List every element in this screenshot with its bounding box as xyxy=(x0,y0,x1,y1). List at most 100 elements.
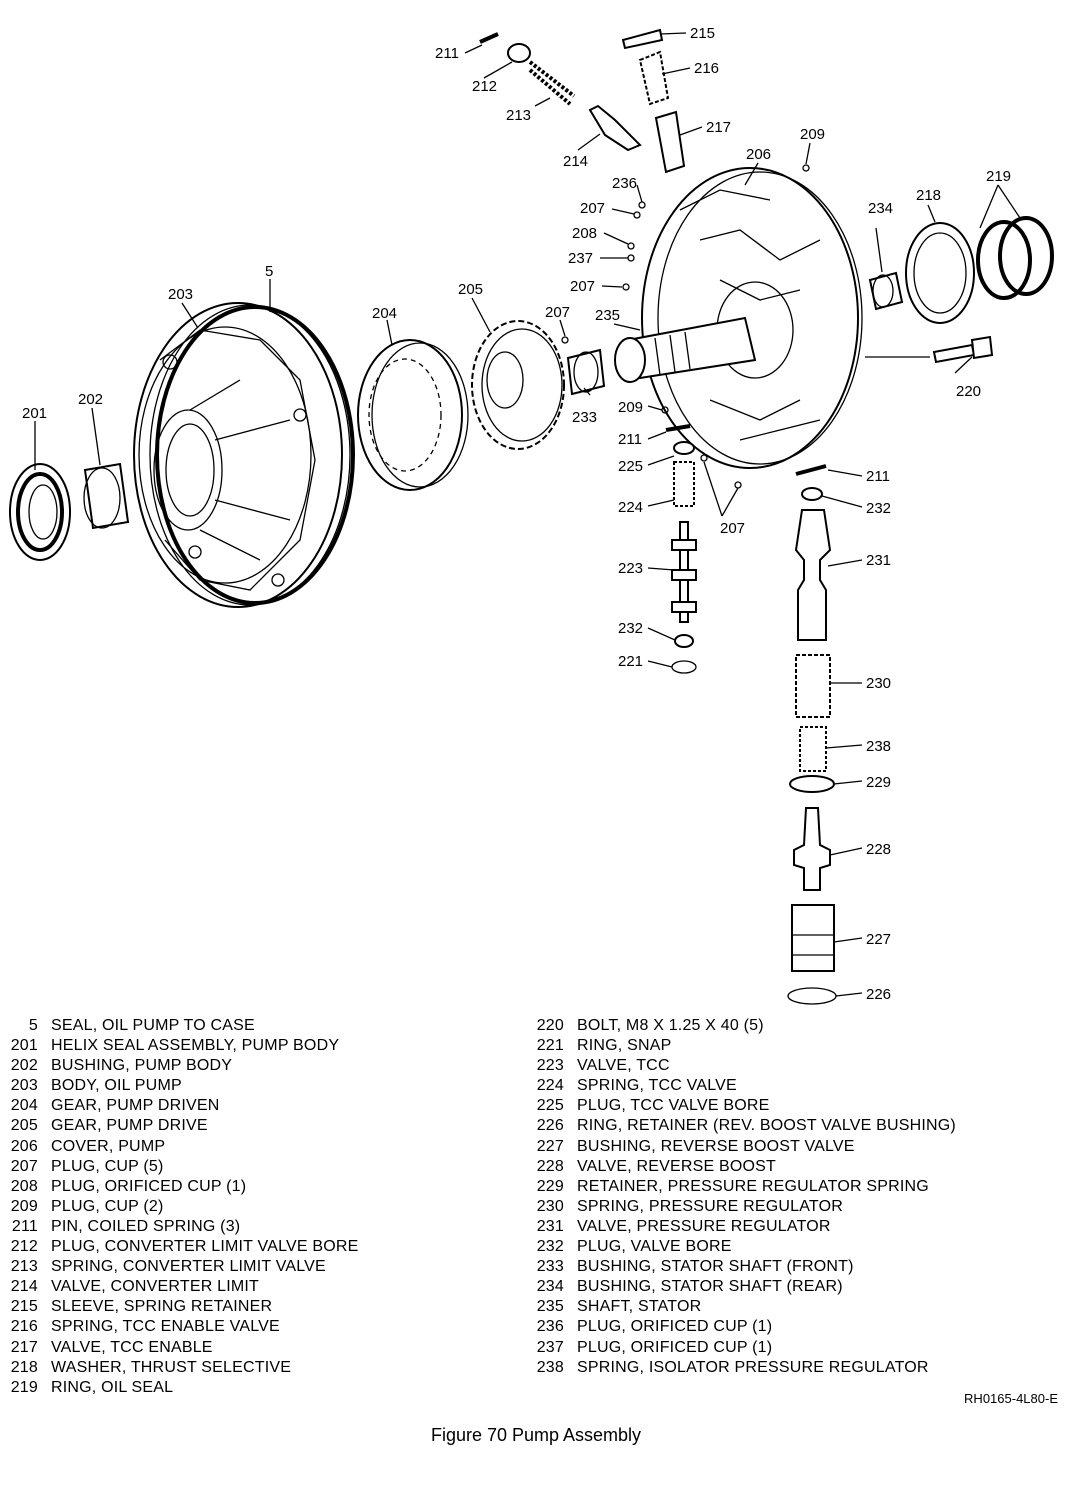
part-number: 218 xyxy=(10,1358,38,1376)
part-description: BUSHING, PUMP BODY xyxy=(51,1057,233,1075)
part-number: 5 xyxy=(28,1017,38,1034)
callout-226: 226 xyxy=(866,986,891,1003)
callout-235: 235 xyxy=(595,307,620,324)
callout-213: 213 xyxy=(506,107,531,124)
legend-row: 5 SEAL, OIL PUMP TO CASE xyxy=(6,1016,359,1036)
part-number: 221 xyxy=(536,1037,564,1055)
part-number: 205 xyxy=(10,1117,38,1135)
callout-205: 205 xyxy=(458,281,483,298)
part-description: SLEEVE, SPRING RETAINER xyxy=(51,1298,273,1316)
part-description: PLUG, ORIFICED CUP (1) xyxy=(51,1177,247,1195)
callout-215: 215 xyxy=(690,25,715,42)
callout-209-bottom: 209 xyxy=(618,399,643,416)
leader-lines xyxy=(34,32,1021,997)
legend-row: 215 SLEEVE, SPRING RETAINER xyxy=(6,1297,359,1317)
legend-row: 237 PLUG, ORIFICED CUP (1) xyxy=(532,1338,956,1358)
callout-5: 5 xyxy=(265,263,273,280)
bushing-part-202 xyxy=(83,462,130,530)
bushing-part-233 xyxy=(566,348,606,396)
callout-225: 225 xyxy=(618,458,643,475)
part-number: 228 xyxy=(536,1157,564,1175)
part-description: VALVE, CONVERTER LIMIT xyxy=(51,1278,260,1296)
legend-row: 218 WASHER, THRUST SELECTIVE xyxy=(6,1358,359,1378)
callout-232-right: 232 xyxy=(866,500,891,517)
part-description: SEAL, OIL PUMP TO CASE xyxy=(51,1017,255,1034)
oil-seal-rings-part-219 xyxy=(976,216,1054,300)
part-number: 215 xyxy=(10,1298,38,1316)
driven-gear-part-204 xyxy=(357,339,469,491)
callout-217: 217 xyxy=(706,119,731,136)
part-description: VALVE, TCC ENABLE xyxy=(51,1338,213,1356)
part-description: SHAFT, STATOR xyxy=(577,1298,702,1316)
callout-230: 230 xyxy=(866,675,891,692)
part-description: VALVE, PRESSURE REGULATOR xyxy=(577,1217,831,1235)
part-description: BOLT, M8 X 1.25 X 40 (5) xyxy=(577,1017,764,1034)
part-number: 201 xyxy=(10,1037,38,1055)
bushing-part-234 xyxy=(868,271,904,311)
part-description: SPRING, CONVERTER LIMIT VALVE xyxy=(51,1258,326,1276)
callout-207-b: 207 xyxy=(570,278,595,295)
part-number: 216 xyxy=(10,1318,38,1336)
part-number: 227 xyxy=(536,1137,564,1155)
part-description: PIN, COILED SPRING (3) xyxy=(51,1217,241,1235)
helix-seal-part-201 xyxy=(9,463,71,561)
part-description: PLUG, ORIFICED CUP (1) xyxy=(577,1318,773,1336)
part-number: 231 xyxy=(536,1217,564,1235)
part-description: RING, RETAINER (REV. BOOST VALVE BUSHING… xyxy=(577,1117,956,1135)
part-description: GEAR, PUMP DRIVE xyxy=(51,1117,208,1135)
legend-row: 220 BOLT, M8 X 1.25 X 40 (5) xyxy=(532,1016,956,1036)
part-description: PLUG, CONVERTER LIMIT VALVE BORE xyxy=(51,1238,359,1256)
callout-229: 229 xyxy=(866,774,891,791)
callout-204: 204 xyxy=(372,305,397,322)
legend-row: 226 RING, RETAINER (REV. BOOST VALVE BUSH… xyxy=(532,1116,956,1136)
stator-shaft-part-235 xyxy=(614,316,757,383)
part-description: PLUG, VALVE BORE xyxy=(577,1238,732,1256)
part-description: BODY, OIL PUMP xyxy=(51,1077,182,1095)
part-description: GEAR, PUMP DRIVEN xyxy=(51,1097,220,1115)
part-number: 226 xyxy=(536,1117,564,1135)
part-description: SPRING, TCC ENABLE VALVE xyxy=(51,1318,280,1336)
callout-219: 219 xyxy=(986,168,1011,185)
part-description: COVER, PUMP xyxy=(51,1137,166,1155)
figure-caption: Figure 70 Pump Assembly xyxy=(430,1425,642,1445)
callout-238: 238 xyxy=(866,738,891,755)
callout-223: 223 xyxy=(618,560,643,577)
part-description: PLUG, ORIFICED CUP (1) xyxy=(577,1338,773,1356)
legend-row: 238 SPRING, ISOLATOR PRESSURE REGULATOR xyxy=(532,1358,956,1378)
part-description: PLUG, CUP (2) xyxy=(51,1197,164,1215)
callout-202: 202 xyxy=(78,391,103,408)
part-description: SPRING, TCC VALVE xyxy=(577,1077,737,1095)
part-number: 238 xyxy=(536,1358,564,1376)
callout-207-a: 207 xyxy=(580,200,605,217)
part-description: SPRING, ISOLATOR PRESSURE REGULATOR xyxy=(577,1358,929,1376)
callout-218: 218 xyxy=(916,187,941,204)
exploded-view-diagram: 5 203 201 202 204 205 211 212 213 214 21… xyxy=(9,25,1054,1005)
part-description: WASHER, THRUST SELECTIVE xyxy=(51,1358,292,1376)
callout-216: 216 xyxy=(694,60,719,77)
legend-row: 216 SPRING, TCC ENABLE VALVE xyxy=(6,1317,359,1337)
part-number: 237 xyxy=(536,1338,564,1356)
part-number: 220 xyxy=(536,1017,564,1034)
callout-236: 236 xyxy=(612,175,637,192)
callout-211-top: 211 xyxy=(435,45,459,62)
callout-237: 237 xyxy=(568,250,593,267)
callout-231: 231 xyxy=(866,552,891,569)
callout-208: 208 xyxy=(572,225,597,242)
